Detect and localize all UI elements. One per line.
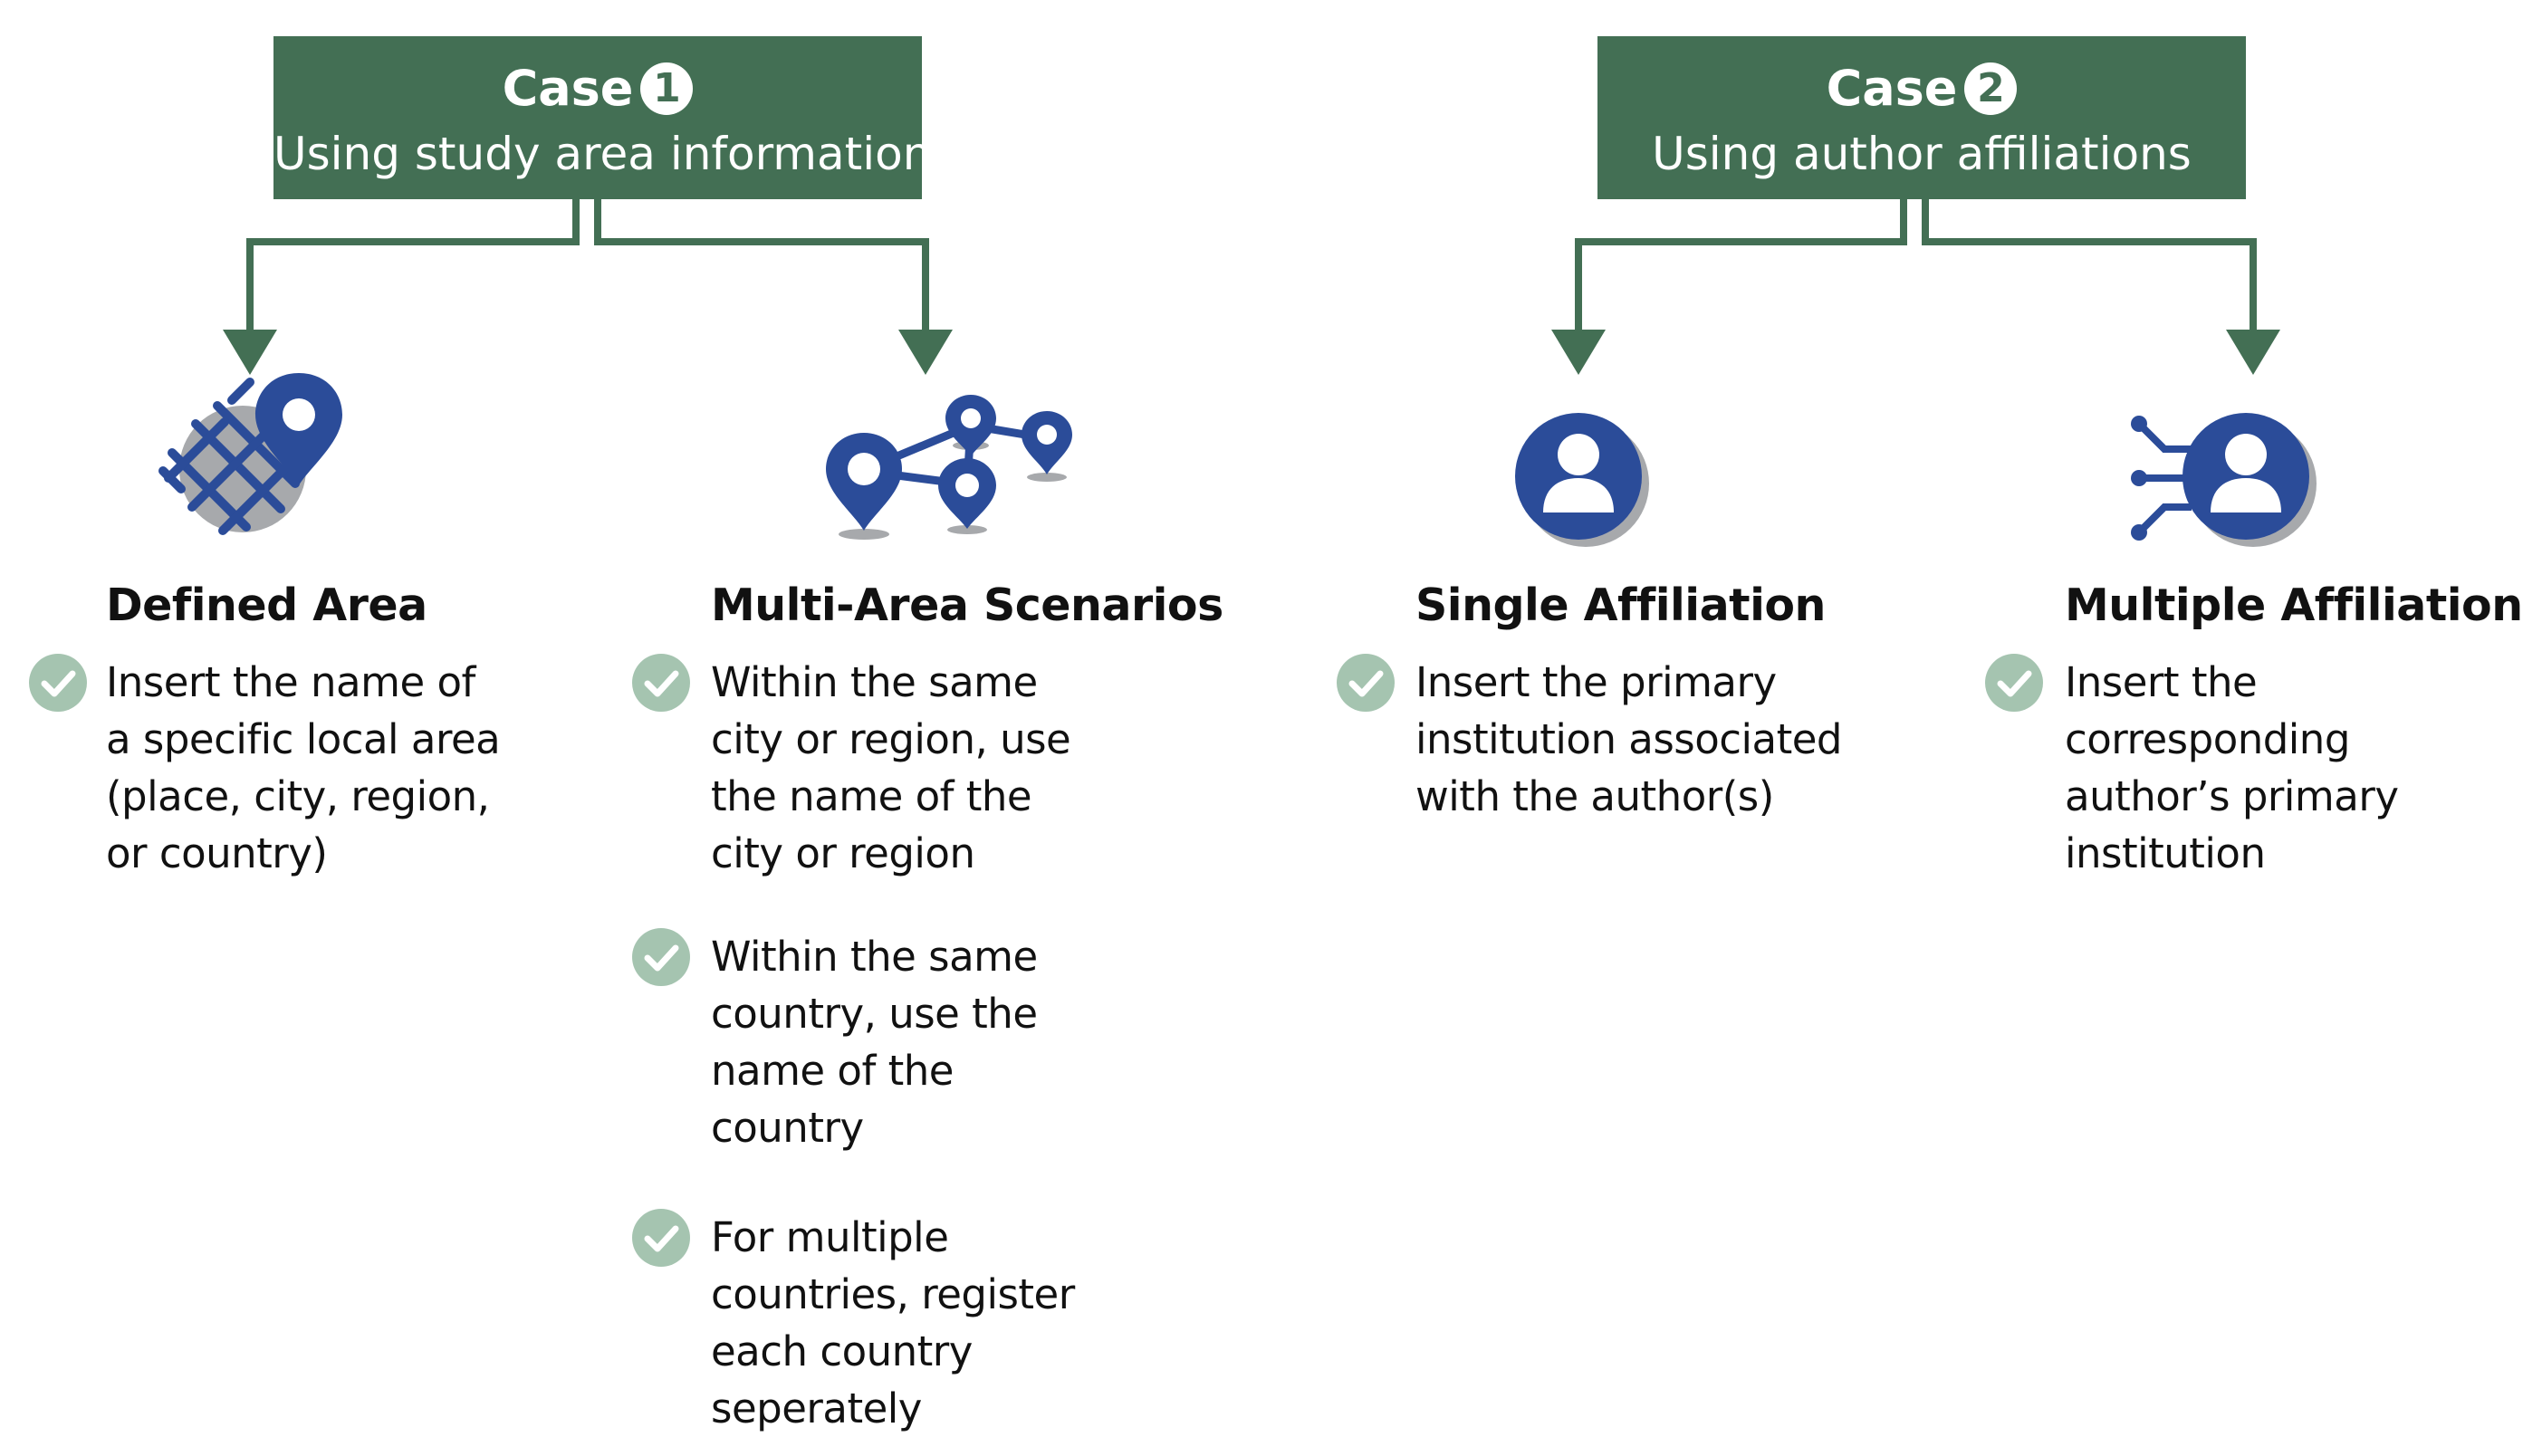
list-item: Insert the primary institution associate… — [1415, 654, 1904, 825]
case-1-connectors — [246, 197, 929, 335]
item-text: Within the same city or region, use the … — [711, 658, 1071, 877]
heading-single-affiliation: Single Affiliation — [1415, 580, 1826, 631]
user-circle-icon — [1515, 413, 1649, 547]
item-text: Within the same country, use the name of… — [711, 933, 1038, 1152]
list-item: Within the same country, use the name of… — [711, 928, 1127, 1156]
connector-case1-left — [246, 197, 580, 335]
map-area-pin-icon — [158, 373, 342, 535]
item-text: For multiple countries, register each co… — [711, 1213, 1075, 1432]
check-icon — [632, 1209, 690, 1267]
heading-defined-area: Defined Area — [106, 580, 427, 631]
case-2-box: Case 2 Using author affiliations — [1597, 36, 2246, 199]
list-item: Within the same city or region, use the … — [711, 654, 1127, 882]
arrowhead-multiple-affiliations — [2226, 330, 2280, 375]
heading-multi-area-scenarios: Multi-Area Scenarios — [711, 580, 1223, 631]
item-text: Insert the name of a specific local area… — [106, 658, 501, 877]
connector-case2-left — [1575, 197, 1907, 335]
case-1-title: Case 1 — [273, 62, 922, 116]
case-2-title: Case 2 — [1597, 62, 2246, 116]
list-item: For multiple countries, register each co… — [711, 1209, 1127, 1437]
case-2-subtitle: Using author affiliations — [1652, 128, 2192, 180]
heading-multiple-affiliations: Multiple Affiliations — [2065, 580, 2523, 631]
check-icon — [29, 654, 87, 712]
check-icon — [1337, 654, 1395, 712]
check-icon — [632, 928, 690, 986]
item-text: Insert the corresponding author’s primar… — [2065, 658, 2399, 877]
list-item: Insert the corresponding author’s primar… — [2065, 654, 2499, 882]
arrowhead-multi-area — [898, 330, 953, 375]
arrowhead-defined-area — [223, 330, 277, 375]
connector-case2-right — [1922, 197, 2257, 335]
list-item: Insert the name of a specific local area… — [106, 654, 541, 882]
check-icon — [632, 654, 690, 712]
case-1-number-badge: 1 — [640, 62, 694, 115]
case-2-connectors — [1575, 197, 2257, 335]
case-1-subtitle: Using study area information — [273, 128, 932, 180]
item-text: Insert the primary institution associate… — [1415, 658, 1843, 820]
case-2-word: Case — [1826, 60, 1958, 117]
case-2-number-badge: 2 — [1964, 62, 2018, 115]
check-icon — [1985, 654, 2043, 712]
connector-case1-right — [594, 197, 929, 335]
arrowhead-single-affiliation — [1551, 330, 1606, 375]
case-1-box: Case 1 Using study area information — [273, 36, 932, 199]
user-network-icon — [2131, 413, 2317, 547]
multi-location-pins-icon — [826, 395, 1072, 540]
case-1-word: Case — [502, 60, 634, 117]
